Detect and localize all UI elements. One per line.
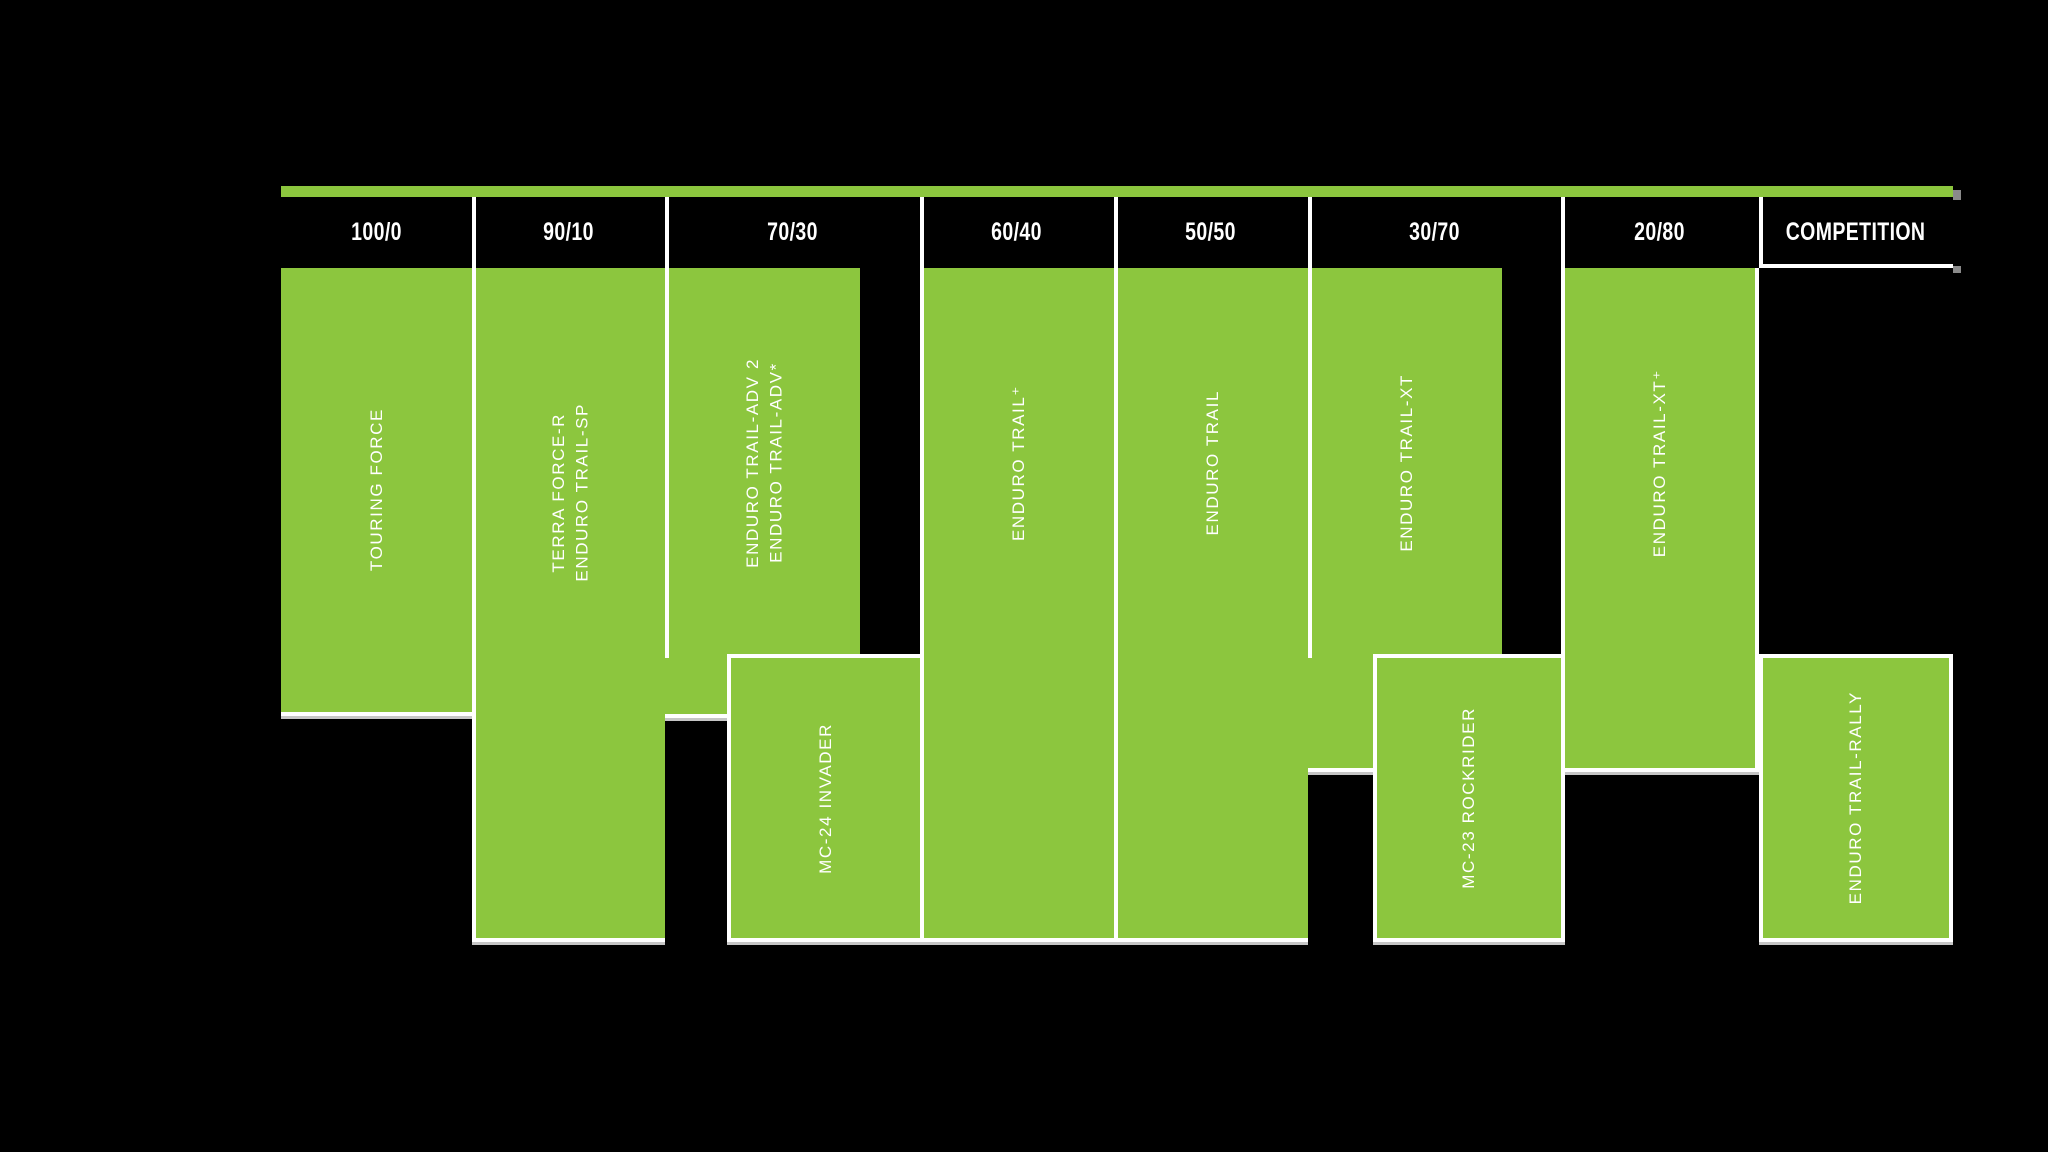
bar-enduro-trail-xt bbox=[1308, 268, 1502, 658]
header-label-60-40: 60/40 bbox=[991, 218, 1043, 246]
header-cell-90-10: 90/10 bbox=[472, 197, 665, 268]
bar-enduro-trail bbox=[1114, 268, 1308, 942]
header-separator bbox=[1308, 197, 1312, 268]
bar-enduro-trail-plus bbox=[920, 268, 1114, 942]
box-mc23-rockrider bbox=[1373, 654, 1565, 942]
bar-touring-force bbox=[281, 268, 472, 716]
bar-terra-force-r bbox=[472, 268, 665, 942]
bar-shadow bbox=[1114, 942, 1308, 945]
bar-shadow bbox=[920, 942, 1114, 945]
header-cell-60-40: 60/40 bbox=[920, 197, 1114, 268]
header-separator bbox=[1561, 197, 1565, 268]
header-cell-50-50: 50/50 bbox=[1114, 197, 1308, 268]
header-label-70-30: 70/30 bbox=[767, 218, 818, 246]
header-separator bbox=[472, 197, 476, 268]
bar-shadow bbox=[1561, 772, 1759, 775]
bar-enduro-trail-xt-overhang bbox=[1308, 658, 1373, 772]
bar-shadow bbox=[281, 716, 474, 719]
bar-enduro-trail-adv bbox=[665, 268, 860, 658]
box-shadow bbox=[1759, 942, 1953, 945]
bar-enduro-trail-xt-plus bbox=[1561, 268, 1759, 772]
bar-shadow bbox=[472, 942, 665, 945]
header-cell-100-0: 100/0 bbox=[281, 197, 472, 268]
header-label-20-80: 20/80 bbox=[1634, 218, 1686, 246]
header-label-30-70: 30/70 bbox=[1409, 218, 1460, 246]
box-shadow bbox=[1373, 942, 1565, 945]
header-separator bbox=[920, 197, 924, 268]
box-mc24-invader bbox=[727, 654, 924, 942]
header-separator bbox=[1114, 197, 1118, 268]
header-separator bbox=[665, 197, 669, 268]
bar-shadow bbox=[665, 718, 727, 721]
box-enduro-trail-rally bbox=[1759, 654, 1953, 942]
header-cell-20-80: 20/80 bbox=[1561, 197, 1759, 268]
top-accent-strip bbox=[281, 186, 1953, 197]
header-cell-70-30: 70/30 bbox=[665, 197, 920, 268]
bar-shadow bbox=[1308, 772, 1373, 775]
header-label-50-50: 50/50 bbox=[1185, 218, 1237, 246]
header-label-competition: COMPETITION bbox=[1786, 218, 1926, 246]
top-strip-end-cap bbox=[1953, 190, 1961, 200]
competition-underline-end-cap bbox=[1953, 266, 1961, 273]
bar-enduro-trail-adv-overhang bbox=[665, 658, 727, 718]
header-cell-30-70: 30/70 bbox=[1308, 197, 1561, 268]
header-label-90-10: 90/10 bbox=[543, 218, 594, 246]
header-label-100-0: 100/0 bbox=[351, 218, 402, 246]
box-shadow bbox=[727, 942, 924, 945]
competition-underline bbox=[1763, 264, 1953, 268]
header-separator bbox=[1759, 197, 1763, 268]
header-cell-competition: COMPETITION bbox=[1759, 197, 1953, 268]
